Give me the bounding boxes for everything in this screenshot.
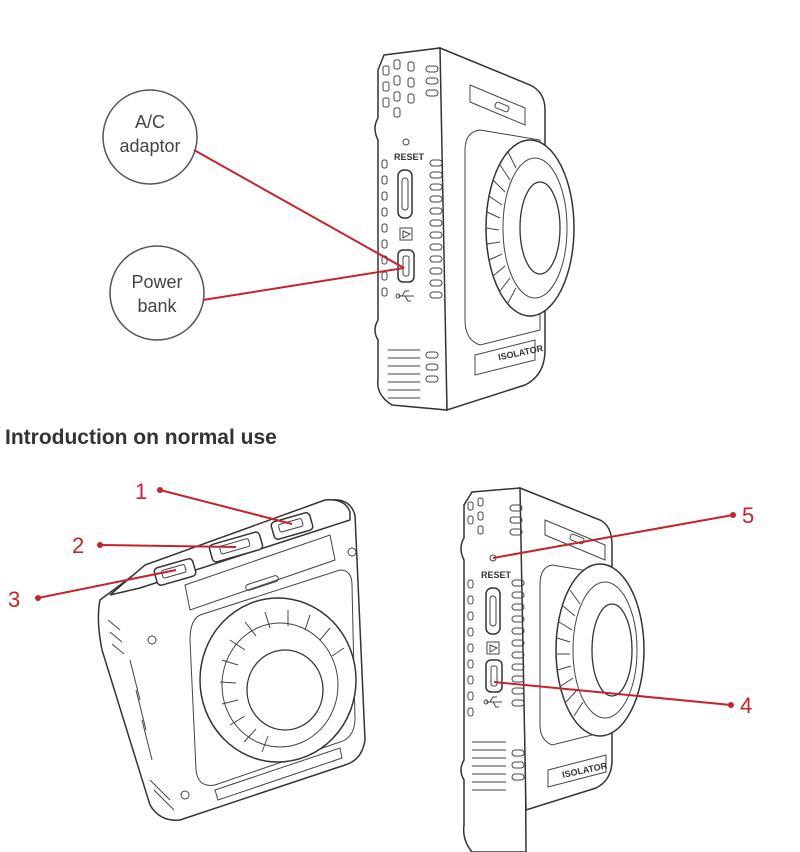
callout-1-number: 1	[135, 479, 147, 504]
button-3-shape	[153, 558, 197, 586]
bottom-right-device-side-view: RESET	[460, 486, 645, 852]
sd-card-slot	[397, 169, 413, 219]
reset-label-bottom: RESET	[481, 570, 512, 580]
callout-2-number: 2	[72, 533, 84, 558]
button-1-shape	[270, 512, 314, 540]
ac-adaptor-bubble: A/C adaptor	[102, 89, 198, 185]
top-fan	[485, 139, 575, 317]
callout-4: 4	[493, 681, 752, 718]
section-heading: Introduction on normal use	[5, 426, 277, 449]
bottom-right-fan	[555, 563, 645, 737]
bottom-left-fan	[199, 597, 357, 763]
usb-icon	[395, 290, 414, 302]
callout-3: 3	[8, 569, 177, 612]
power-bank-leader	[202, 267, 405, 301]
reset-label: RESET	[394, 152, 425, 162]
bottom-left-device-perspective	[97, 499, 366, 821]
callout-1: 1	[135, 479, 293, 525]
usb-port-bottom	[485, 659, 503, 693]
top-device-side-view: RESET	[374, 46, 575, 412]
callout-2: 2	[72, 533, 237, 558]
callout-5: 5	[492, 503, 754, 559]
ac-adaptor-label-line2: adaptor	[119, 136, 180, 156]
ac-adaptor-leader	[193, 149, 405, 269]
callout-3-number: 3	[8, 587, 20, 612]
ac-adaptor-label-line1: A/C	[135, 112, 165, 132]
power-bank-label-line1: Power	[131, 272, 182, 292]
callout-4-number: 4	[740, 693, 752, 718]
power-bank-bubble: Power bank	[109, 245, 205, 341]
power-bank-label-line2: bank	[137, 296, 177, 316]
sd-card-icon	[399, 227, 413, 241]
usb-port-top	[397, 249, 415, 283]
callout-5-number: 5	[742, 503, 754, 528]
